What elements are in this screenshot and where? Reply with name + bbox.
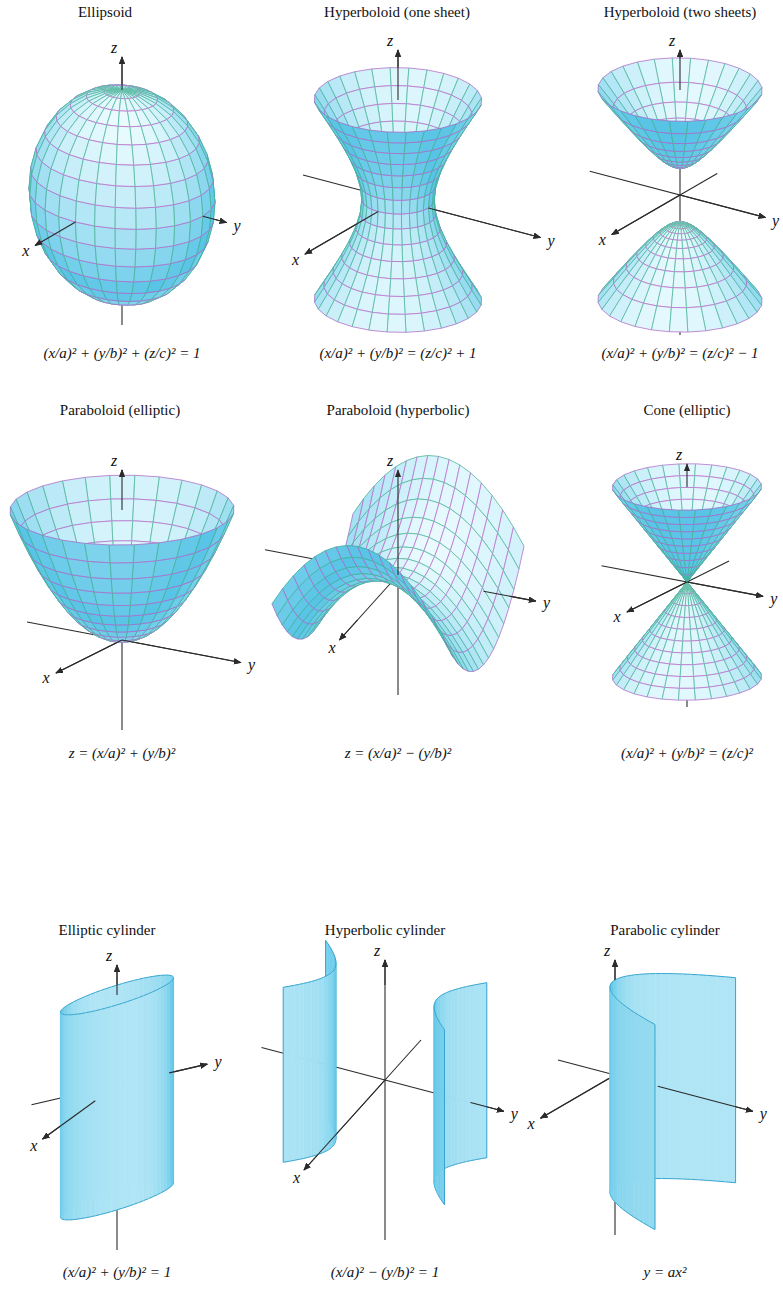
figure-page: Ellipsoidzyx(x/a)² + (y/b)² + (z/c)² = 1… xyxy=(0,0,783,1289)
